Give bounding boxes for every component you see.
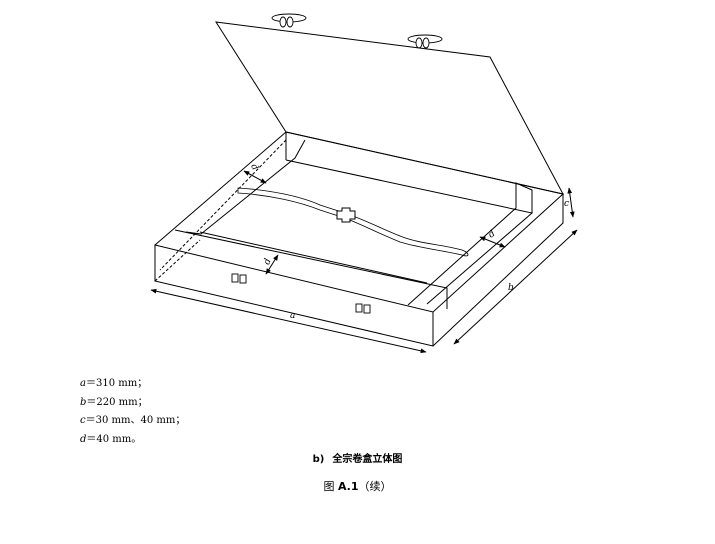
subfigure-title: 全宗卷盒立体图 [332, 454, 403, 465]
dimension-label-a: a [290, 311, 295, 321]
front-label-holes-left [231, 273, 247, 284]
dimension-row-c: c＝30 mm、40 mm； [80, 415, 186, 426]
dimension-row-a: a＝310 mm； [80, 378, 148, 389]
tie-button-center [336, 207, 356, 223]
dimension-label-b: b [508, 283, 514, 293]
inner-floor-edge [285, 159, 534, 305]
inner-front-floor [199, 231, 428, 284]
dimension-list: a＝310 mm； b＝220 mm； c＝30 mm、40 mm； d＝40 … [80, 375, 185, 449]
subfigure-label: b) [312, 454, 325, 465]
left-flap-strip [185, 139, 306, 235]
dimension-line-d-left [243, 170, 267, 184]
figure-caption: 图 A.1（续） [323, 480, 392, 493]
dimension-label-c: c [564, 199, 569, 209]
front-flap-strip [174, 229, 448, 309]
dimension-label-d-front: d [262, 257, 273, 266]
dimension-line-d-right [479, 236, 506, 248]
dimension-line-a [150, 288, 427, 354]
dimension-label-d-left: d [248, 162, 260, 172]
subfigure-caption: b) 全宗卷盒立体图 [0, 450, 715, 465]
dimension-row-d: d＝40 mm。 [80, 433, 142, 445]
dimension-line-c [567, 187, 575, 218]
box-front-face [154, 245, 434, 347]
lid-tie-button-left [271, 13, 307, 28]
dimension-label-d-right: d [487, 229, 498, 241]
box-left-hidden-bottom [154, 239, 201, 282]
dimension-line-b [453, 229, 578, 345]
tie-ribbon [237, 187, 469, 257]
box-isometric-diagram: a b c d d d [150, 13, 578, 354]
lid-tie-button-right [407, 34, 443, 49]
inner-left-hidden-edge [159, 139, 287, 271]
open-lid [215, 21, 564, 195]
dimension-line-d-front [265, 254, 279, 275]
front-label-holes-right [355, 303, 371, 314]
box-right-face [432, 194, 564, 347]
dimension-row-b: b＝220 mm； [80, 396, 148, 408]
